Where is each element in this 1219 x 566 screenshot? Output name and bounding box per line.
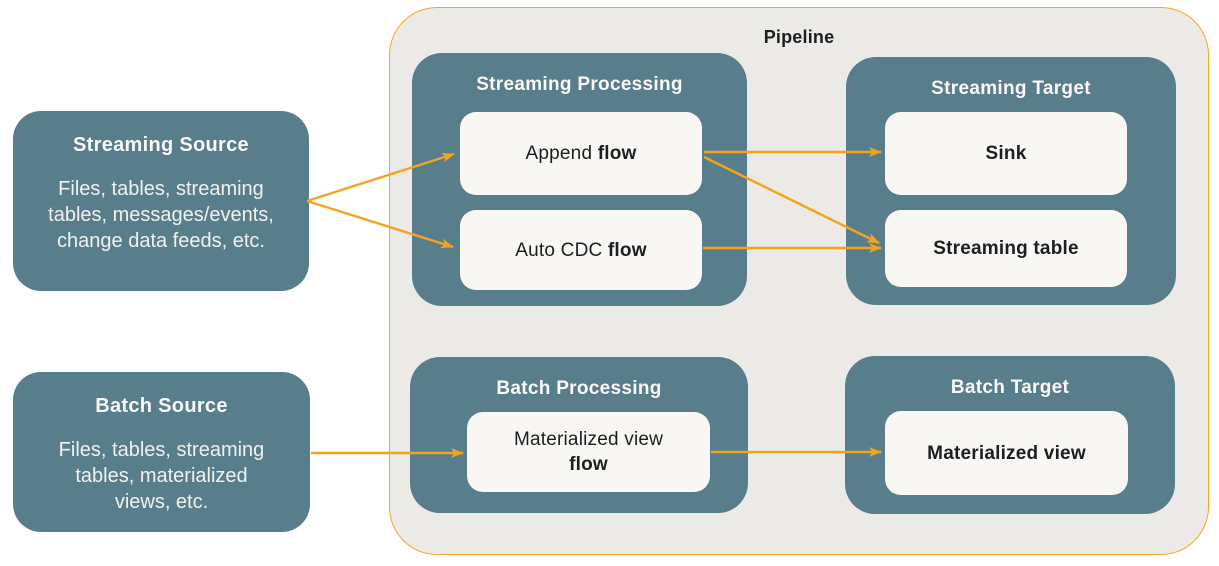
streaming-source-description-line: Files, tables, streaming <box>58 178 264 200</box>
batch-source-description-line: views, etc. <box>114 491 209 513</box>
batch-target-title: Batch Target <box>950 377 1070 398</box>
node-append-flow[interactable]: Append flow <box>460 112 702 195</box>
materialized-view-label-bold: Materialized view <box>927 442 1086 464</box>
streaming-source-description-line: tables, messages/events, <box>48 204 274 226</box>
batch-processing-title: Batch Processing <box>496 378 662 399</box>
node-auto-cdc-flow[interactable]: Auto CDC flow <box>460 210 702 290</box>
materialized-view-flow-label-bold: flow <box>569 454 608 475</box>
auto-cdc-flow-label-bold: flow <box>607 239 647 261</box>
materialized-view-label: Materialized view <box>927 441 1086 466</box>
materialized-view-flow-label-normal: Materialized view <box>513 429 664 450</box>
streaming-target-title: Streaming Target <box>931 78 1091 99</box>
append-flow-label-bold: flow <box>597 143 637 164</box>
node-materialized-view-flow[interactable]: Materialized view flow <box>467 412 710 492</box>
auto-cdc-flow-label-normal: Auto CDC <box>515 239 608 261</box>
batch-source-title: Batch Source <box>95 395 228 417</box>
node-materialized-view[interactable]: Materialized view <box>885 411 1128 495</box>
append-flow-label: Append flow <box>526 141 637 166</box>
batch-source-description-line: Files, tables, streaming <box>58 439 265 461</box>
batch-source-description: Files, tables, streaming tables, materia… <box>13 437 310 515</box>
materialized-view-flow-label: Materialized view flow <box>514 427 663 477</box>
streaming-table-label-bold: Streaming table <box>933 238 1079 259</box>
streaming-source-node[interactable]: Streaming Source Files, tables, streamin… <box>13 111 309 291</box>
sink-label-bold: Sink <box>985 143 1027 164</box>
streaming-processing-title: Streaming Processing <box>476 74 683 95</box>
sink-label: Sink <box>986 141 1027 166</box>
streaming-source-title: Streaming Source <box>73 134 249 156</box>
pipeline-title: Pipeline <box>763 27 835 47</box>
streaming-table-label: Streaming table <box>933 236 1079 261</box>
auto-cdc-flow-label: Auto CDC flow <box>515 238 646 263</box>
streaming-source-description: Files, tables, streaming tables, message… <box>13 176 309 254</box>
streaming-source-description-line: change data feeds, etc. <box>57 230 265 252</box>
node-streaming-table[interactable]: Streaming table <box>885 210 1127 287</box>
node-sink[interactable]: Sink <box>885 112 1127 195</box>
batch-source-description-line: tables, materialized <box>75 465 248 487</box>
batch-source-node[interactable]: Batch Source Files, tables, streaming ta… <box>13 372 310 532</box>
append-flow-label-normal: Append <box>525 143 598 164</box>
